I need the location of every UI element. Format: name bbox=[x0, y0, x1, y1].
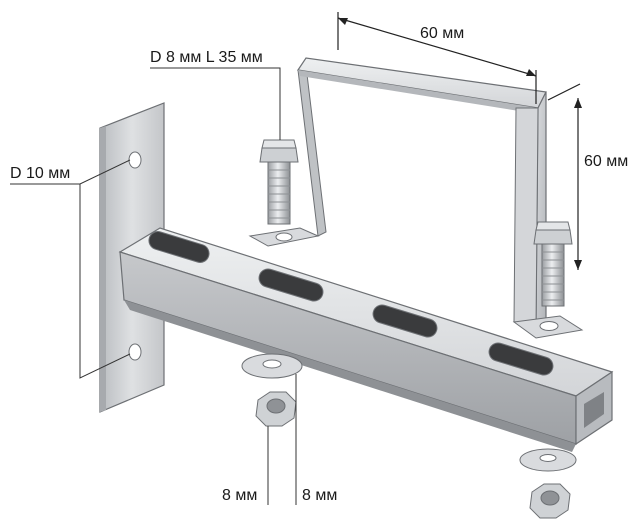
channel-slots bbox=[148, 231, 554, 376]
dimension-height bbox=[547, 83, 582, 270]
plate-hole-bottom bbox=[128, 343, 142, 361]
plate-hole-top bbox=[128, 151, 142, 169]
dimension-width bbox=[337, 12, 537, 104]
nut-left bbox=[255, 391, 297, 427]
washer-right bbox=[519, 448, 577, 472]
washer-left bbox=[241, 353, 303, 379]
label-bolt-spec: D 8 мм L 35 мм bbox=[150, 49, 263, 66]
leader-plate-hole-bottom bbox=[79, 184, 131, 379]
bolt-left bbox=[259, 139, 299, 225]
label-nut-size: 8 мм bbox=[222, 487, 257, 504]
nut-right bbox=[529, 483, 571, 519]
label-bracket-width: 60 мм bbox=[420, 25, 464, 42]
label-plate-hole: D 10 мм bbox=[10, 165, 70, 182]
channel-profile bbox=[118, 227, 614, 452]
u-bracket bbox=[248, 57, 584, 339]
leader-bolt bbox=[150, 67, 281, 140]
bolt-right bbox=[533, 221, 573, 307]
label-washer-size: 8 мм bbox=[302, 487, 337, 504]
label-bracket-height: 60 мм bbox=[584, 153, 628, 170]
